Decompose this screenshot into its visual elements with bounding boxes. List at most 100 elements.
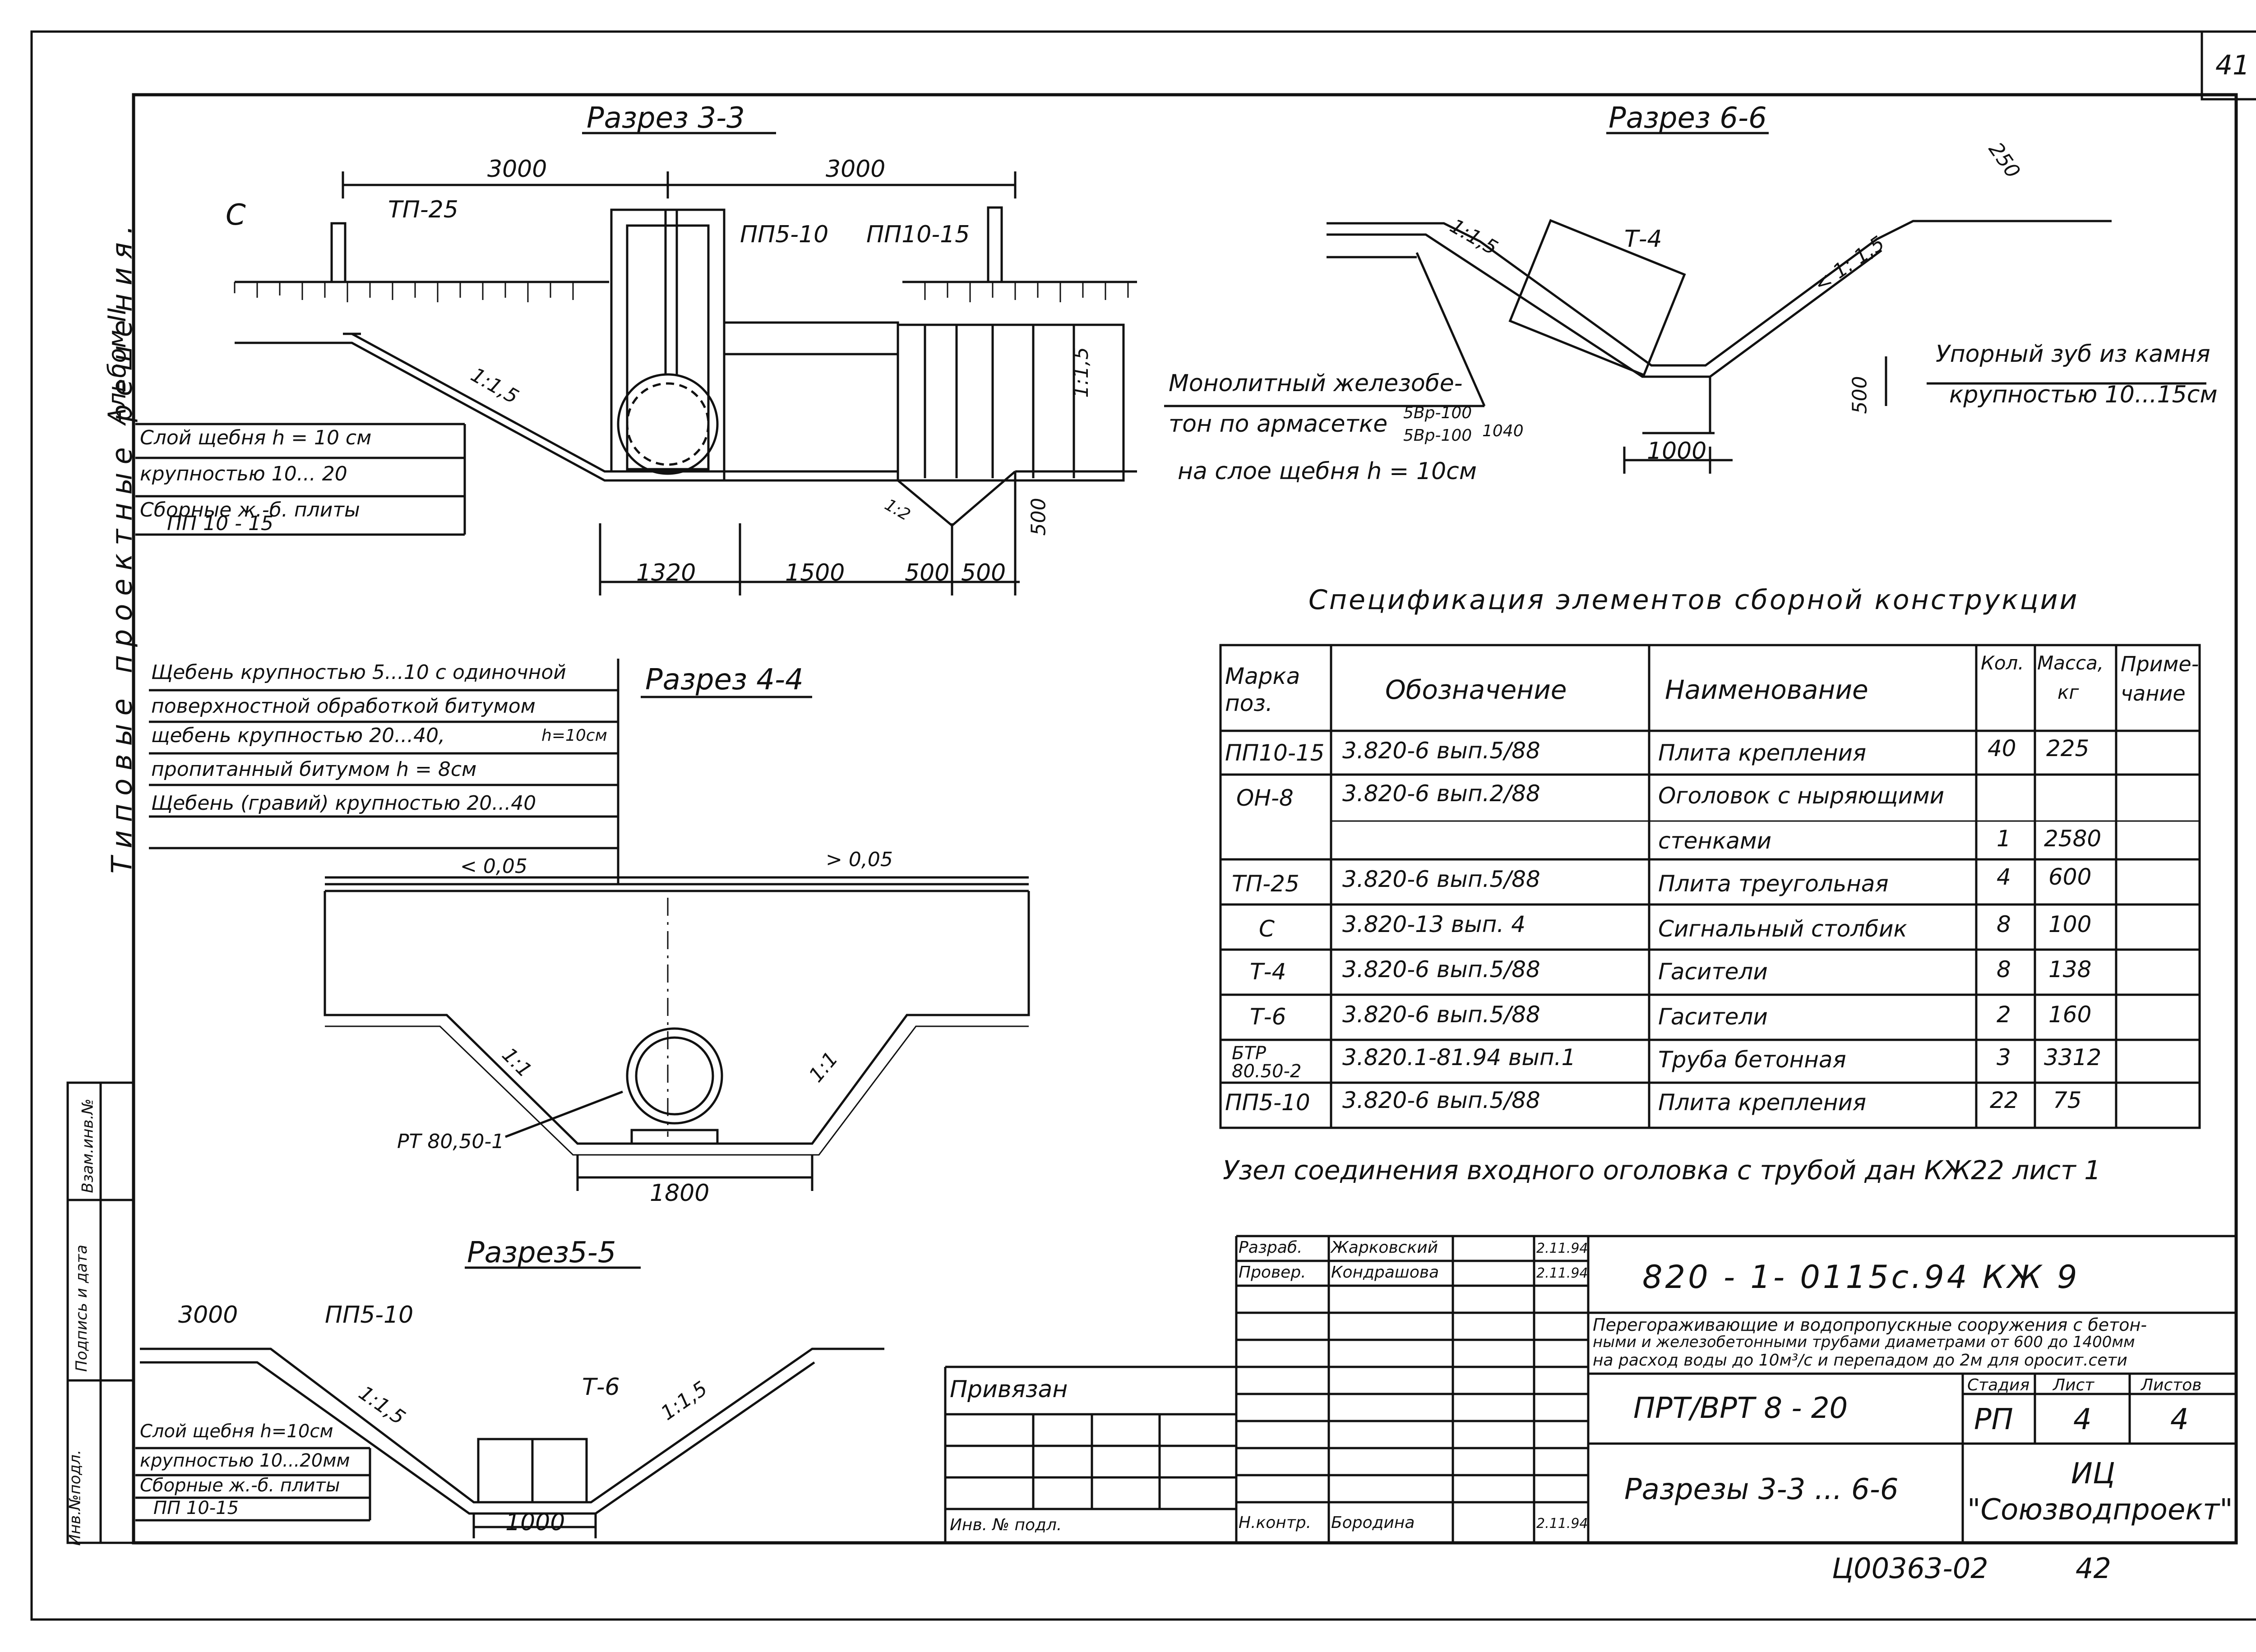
spec-row-6-mass: 138 [2048,956,2092,983]
mono-line1: Монолитный железобе- [1169,370,1463,397]
spec-row-9-name: Плита крепления [1658,1089,1867,1116]
spec-row-9-mark: ПП5-10 [1225,1089,1310,1116]
slope-3-3-right: 1:1,5 [1069,347,1093,398]
dim-1000-5-5: 1000 [505,1509,565,1536]
label-c: С [226,198,246,232]
inner-frame [132,93,2238,1545]
spec-row-3-mass: 2580 [2044,826,2102,852]
spec-row-3-qty: 1 [1997,826,2011,852]
dim-1000-6-6: 1000 [1647,438,1707,465]
spec-row-1-des: 3.820-6 вып.5/88 [1342,738,1540,764]
note-5-5-line3: Сборные ж.-б. плиты [140,1475,340,1496]
stamp-inv: Инв.№подл. [66,1449,84,1546]
mesh-top: 5Вр-100 [1403,404,1472,422]
section-3-3-title: Разрез 3-3 [587,102,745,135]
spec-row-8-mark: БТР 80.50-2 [1232,1043,1302,1082]
spec-footnote: Узел соединения входного оголовка с труб… [1223,1155,2101,1186]
stop-tooth-line1: Упорный зуб из камня [1936,341,2210,368]
mesh-bottom: 5Вр-100 [1403,426,1472,445]
spec-row-8-des: 3.820.1-81.94 вып.1 [1342,1044,1576,1071]
spec-row-8-mass: 3312 [2044,1044,2102,1071]
date-ncontrol: 2.11.94 [1536,1516,1588,1532]
spec-row-7-name: Гасители [1658,1004,1768,1030]
spec-row-5-mass: 100 [2048,911,2092,937]
drawing-code: 820 - 1- 0115с.94 КЖ 9 [1642,1259,2080,1296]
stop-tooth-line2: крупностью 10...15см [1949,381,2218,408]
spec-row-4-qty: 4 [1997,864,2011,890]
spec-row-1-name: Плита крепления [1658,740,1867,766]
dim-500-b: 500 [961,559,1006,586]
sheet-value: 4 [2073,1403,2092,1436]
note-3-3-line4: ПП 10 - 15 [167,512,273,535]
org-line2: "Союзводпроект" [1967,1493,2233,1527]
spec-row-7-mass: 160 [2048,1001,2092,1028]
section-6-6-lines [1164,132,2206,474]
note-5-5-line2: крупностью 10...20мм [140,1450,350,1471]
spec-row-2-des: 3.820-6 вып.2/88 [1342,780,1540,807]
role-developer: Разраб. [1239,1238,1303,1257]
spec-row-9-des: 3.820-6 вып.5/88 [1342,1087,1540,1113]
name-checker: Кондрашова [1331,1263,1439,1282]
dim-500-vertical: 500 [1027,498,1050,536]
spec-row-5-name: Сигнальный столбик [1658,916,1907,942]
role-ncontrol: Н.контр. [1239,1514,1312,1532]
archive-number: Ц00363-02 [1832,1552,1988,1585]
stamp-signature: Подпись и дата [72,1245,91,1372]
note-3-3-line2: крупностью 10... 20 [140,462,347,485]
spec-row-3-name: стенками [1658,828,1772,854]
spec-row-2-mark: ОН-8 [1236,785,1294,811]
dim-3000-right: 3000 [826,156,886,183]
label-pp510: ПП5-10 [740,221,829,248]
title-block-lines [944,1235,2236,1543]
spec-title: Спецификация элементов сборной конструкц… [1308,584,2079,616]
spec-row-4-name: Плита треугольная [1658,871,1889,897]
spec-row-7-des: 3.820-6 вып.5/88 [1342,1001,1540,1028]
section-5-5-lines [135,1266,884,1538]
label-tp25: ТП-25 [388,196,458,223]
spec-row-1-mass: 225 [2046,735,2090,761]
spec-row-4-mark: ТП-25 [1232,871,1299,897]
spec-header-mass-2: кг [2057,681,2079,703]
note-4-4-line6: Щебень (гравий) крупностью 20...40 [151,792,536,815]
spec-header-mass-1: Масса, [2037,652,2104,674]
dim-3000-left: 3000 [487,156,547,183]
album-side-text: Альбом II [103,307,132,425]
spec-row-6-qty: 8 [1997,956,2011,983]
label-t4: Т-4 [1624,226,1662,253]
spec-row-4-des: 3.820-6 вып.5/88 [1342,866,1540,892]
name-developer: Жарковский [1331,1238,1438,1257]
dim-1500: 1500 [785,559,845,586]
spec-header-note-2: чание [2121,681,2186,706]
section-4-4-title: Разрез 4-4 [645,663,804,697]
spec-table-lines [1219,644,2201,1129]
note-4-4-line3: щебень крупностью 20...40, [151,724,445,747]
spec-header-designation: Обозначение [1385,674,1567,705]
section-3-3-lines [135,132,1137,595]
spec-row-7-qty: 2 [1997,1001,2011,1028]
section-5-5-title: Разрез5-5 [467,1236,616,1269]
page-number-box [2201,30,2256,101]
spec-row-4-mass: 600 [2048,864,2092,890]
label-t6: Т-6 [582,1374,620,1401]
sheets-value: 4 [2170,1403,2189,1436]
spec-row-2-name: Оголовок с ныряющими [1658,783,1945,809]
spec-row-5-qty: 8 [1997,911,2011,937]
footer-page: 42 [2076,1552,2111,1585]
label-pp510-5-5: ПП5-10 [325,1301,414,1329]
dim-3000-5-5: 3000 [178,1301,238,1329]
description-line1: Перегораживающие и водопропускные сооруж… [1593,1315,2147,1335]
mono-line2: тон по армасетке [1169,411,1388,438]
slope-4-4-right: > 0,05 [826,848,893,871]
spec-header-qty: Кол. [1981,652,2024,674]
spec-row-9-qty: 22 [1990,1087,2019,1113]
page-number: 41 [2215,50,2250,81]
outer-border [30,30,2256,1621]
section-4-4-lines [149,659,1030,1191]
description-line2: ными и железобетонными трубами диаметрам… [1593,1333,2135,1351]
note-4-4-line1: Щебень крупностью 5...10 с одиночной [151,661,566,684]
label-pp1015: ПП10-15 [866,221,970,248]
drawing-name: Разрезы 3-3 ... 6-6 [1624,1473,1899,1506]
slope-4-4-left: < 0,05 [460,855,527,878]
description-line3: на расход воды до 10м³/с и перепадом до … [1593,1351,2127,1370]
